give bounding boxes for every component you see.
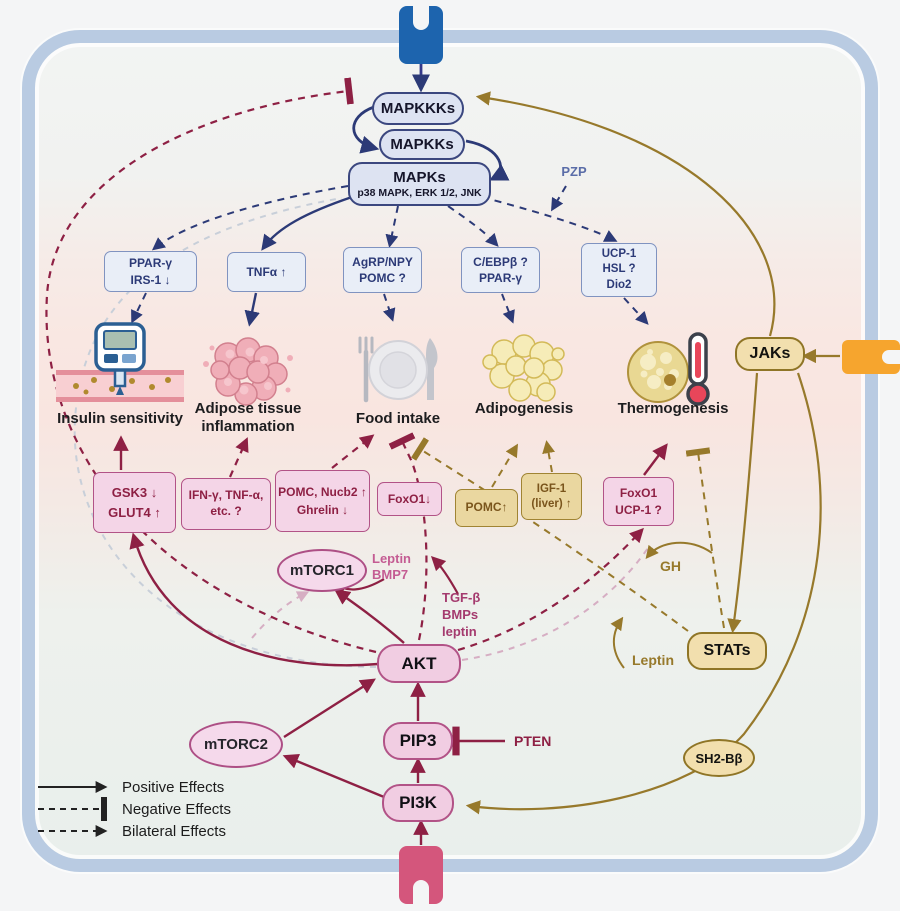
node-pi3k: PI3K [382,784,454,822]
label-pten: PTEN [514,733,552,749]
box-line: IGF-1 [536,482,567,495]
box-line: AgRP/NPY [352,254,413,269]
box-line: Ghrelin ↓ [296,503,349,517]
label-insulin-sensitivity: Insulin sensitivity [57,410,183,427]
label-line: Leptin [372,551,411,566]
box-ucp1-hsl-dio2: UCP-1 HSL ? Dio2 [581,243,657,297]
node-jaks: JAKs [735,337,805,371]
box-line: GLUT4 ↑ [108,504,161,520]
box-foxo1-ucp1: FoxO1 UCP-1 ? [603,477,674,526]
label-adipogenesis: Adipogenesis [474,400,574,417]
box-ifng-tnfa: IFN-γ, TNF-α, etc. ? [181,478,271,530]
label-thermogenesis: Thermogenesis [617,400,729,417]
box-line: POMC ? [359,271,406,285]
adipose-tissue-icon [198,328,298,414]
node-mapkkks-label: MAPKKKs [380,100,456,117]
node-akt: AKT [377,644,461,683]
node-pip3: PIP3 [383,722,453,760]
box-agrp-npy-pomc: AgRP/NPY POMC ? [343,247,422,293]
box-foxo1: FoxO1↓ [377,482,442,516]
node-sh2bb-label: SH2-Bβ [695,750,743,766]
node-stats: STATs [687,632,767,670]
box-pomc-nucb2-ghrelin: POMC, Nucb2 ↑ Ghrelin ↓ [275,470,370,532]
growth-factor-receptor-icon [399,846,443,904]
node-sh2bb: SH2-Bβ [683,739,755,777]
node-akt-label: AKT [401,653,437,673]
box-line: IRS-1 ↓ [130,272,171,287]
node-mapks-sublabel: p38 MAPK, ERK 1/2, JNK [357,187,482,199]
box-line: PPAR-γ [128,256,173,271]
node-pi3k-label: PI3K [399,793,437,812]
node-mapkkks: MAPKKKs [372,92,464,125]
label-line: TGF-β [442,590,481,605]
node-mtorc1: mTORC1 [277,549,367,592]
box-cebpb-pparg: C/EBPβ ? PPAR-γ [461,247,540,293]
label-line: Adipose tissue [194,400,302,417]
label-pzp: PZP [561,164,587,179]
label-line: BMP7 [372,567,409,583]
box-line: FoxO1 [619,486,658,501]
box-pparg-irs1: PPAR-γ IRS-1 ↓ [104,251,197,292]
label-line: leptin [442,623,477,639]
box-line: IFN-γ, TNF-α, [188,488,264,503]
box-line: PPAR-γ [478,271,523,285]
box-line: C/EBPβ ? [473,254,528,269]
label-gh: GH [660,558,681,574]
box-line: HSL ? [602,263,636,276]
node-mtorc1-label: mTORC1 [290,562,354,579]
box-line: (liver) ↑ [531,497,572,510]
node-mapkks-label: MAPKKs [390,136,454,153]
box-line: POMC, Nucb2 ↑ [278,485,367,499]
box-line: TNFα ↑ [246,264,287,279]
node-jaks-label: JAKs [749,345,791,362]
box-line: POMC↑ [465,500,508,515]
box-line: UCP-1 ? [615,502,662,517]
label-adipose-inflammation: Adipose tissue inflammation [180,400,316,436]
node-pip3-label: PIP3 [399,731,437,750]
box-line: etc. ? [210,504,242,518]
node-mapks: MAPKs p38 MAPK, ERK 1/2, JNK [348,162,491,206]
box-line: UCP-1 [601,247,637,260]
label-tgfb-bmps-leptin: TGF-β BMPs leptin [442,590,502,641]
insulin-receptor-icon [399,6,443,64]
food-plate-icon [348,330,448,412]
cytokine-receptor-icon [842,340,900,374]
glucose-meter-icon [56,320,184,408]
label-leptin: Leptin [632,652,674,668]
box-tnfa: TNFα ↑ [227,252,306,292]
label-line: inflammation [201,418,295,435]
adipogenesis-cells-icon [476,328,572,412]
label-line: BMPs [442,606,479,622]
node-mapks-label: MAPKs [393,169,446,186]
node-stats-label: STATs [703,642,751,659]
box-line: FoxO1↓ [387,492,432,506]
box-line: Dio2 [606,278,632,291]
thermogenesis-icon [624,330,720,412]
node-mapkks: MAPKKs [379,129,465,160]
box-gsk3-glut4: GSK3 ↓ GLUT4 ↑ [93,472,176,533]
legend-positive-effects: Positive Effects [122,779,225,796]
box-line: GSK3 ↓ [111,485,158,500]
node-mtorc2-label: mTORC2 [204,736,268,753]
label-food-intake: Food intake [355,410,441,427]
label-leptin-bmp7: Leptin BMP7 [372,551,428,584]
box-pomc-tan: POMC↑ [455,489,518,527]
box-igf1-liver: IGF-1 (liver) ↑ [521,473,582,520]
node-mtorc2: mTORC2 [189,721,283,768]
legend-bilateral-effects: Bilateral Effects [122,823,226,840]
legend-negative-effects: Negative Effects [122,801,231,818]
